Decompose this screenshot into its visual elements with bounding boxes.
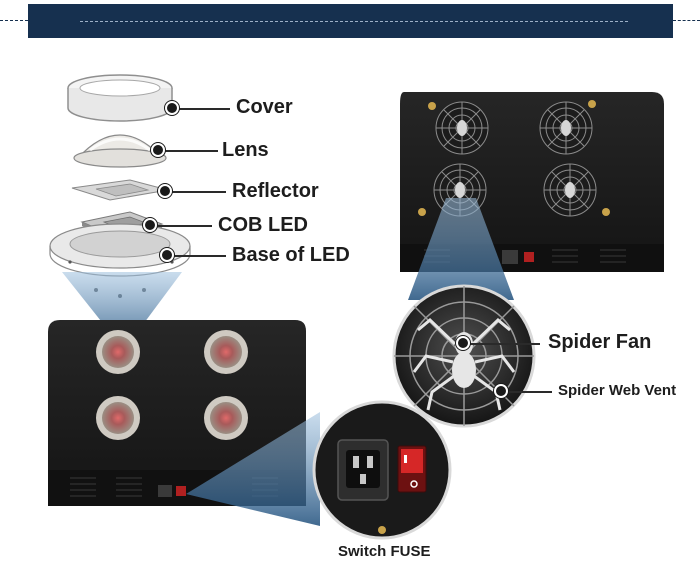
cob-led-leader xyxy=(152,225,212,227)
cover-dot xyxy=(165,101,179,115)
spider-fan-dot xyxy=(456,336,470,350)
led-module-br xyxy=(204,396,248,440)
exploded-view xyxy=(49,74,191,350)
label-cover: Cover xyxy=(236,96,293,118)
power-socket-icon xyxy=(337,439,389,501)
led-base-icon xyxy=(49,223,191,298)
header-banner xyxy=(28,4,673,38)
led-module-tl xyxy=(96,330,140,374)
spider-fan-leader xyxy=(470,343,540,345)
front-switch xyxy=(176,486,186,496)
reflector-icon xyxy=(71,179,169,201)
banner-dash-line xyxy=(80,21,628,22)
base-dot xyxy=(160,248,174,262)
spider-fan-zoom xyxy=(392,284,536,428)
right-dash-line xyxy=(673,20,700,21)
cover-leader xyxy=(172,108,230,110)
reflector-dot xyxy=(158,184,172,198)
fan-beam xyxy=(408,198,514,300)
spider-vent-leader xyxy=(506,391,552,393)
left-dash-line xyxy=(0,20,28,21)
reflector-leader xyxy=(168,191,226,193)
spider-vent-dot xyxy=(494,384,508,398)
base-leader xyxy=(170,255,226,257)
switch-zoom xyxy=(186,400,452,540)
back-switch xyxy=(524,252,534,262)
label-cob-led: COB LED xyxy=(218,214,308,236)
lens-dot xyxy=(151,143,165,157)
lens-leader xyxy=(160,150,218,152)
back-panel-view xyxy=(400,92,664,300)
exploded-beam xyxy=(62,272,182,350)
rocker-switch-icon xyxy=(397,445,427,493)
led-module-bl xyxy=(96,396,140,440)
lens-dome-icon xyxy=(73,134,167,168)
back-power-socket xyxy=(502,250,518,264)
ground-screw xyxy=(378,526,386,534)
cover-ring-icon xyxy=(67,74,173,122)
led-module-tr xyxy=(204,330,248,374)
label-reflector: Reflector xyxy=(232,180,319,202)
label-spider-web-vent: Spider Web Vent xyxy=(558,382,677,399)
label-spider-fan: Spider Fan xyxy=(548,331,652,353)
label-switch-fuse: Switch FUSE xyxy=(338,543,431,560)
front-power-socket xyxy=(158,485,172,497)
switch-beam xyxy=(186,412,320,526)
label-base-of-led: Base of LED xyxy=(232,244,350,266)
label-lens: Lens xyxy=(222,139,269,161)
cob-led-dot xyxy=(143,218,157,232)
